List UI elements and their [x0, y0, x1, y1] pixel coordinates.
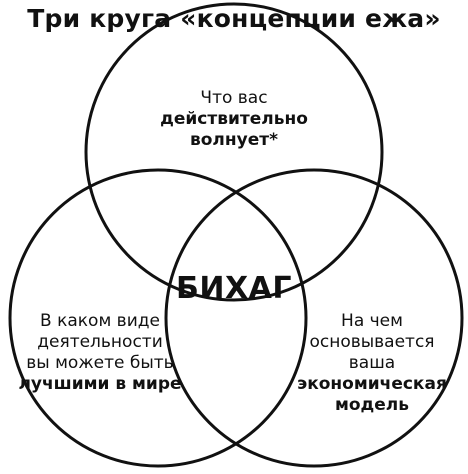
left-circle-line3: вы можете быть	[26, 353, 174, 373]
right-circle-line4: экономическая	[297, 374, 447, 394]
top-circle-label: Что вас действительно волнует*	[150, 88, 318, 151]
top-circle-line3: волнует*	[190, 130, 278, 150]
circle-best-in-world	[8, 168, 308, 468]
top-circle-line1: Что вас	[200, 88, 268, 108]
center-intersection-label: БИХАГ	[176, 271, 292, 306]
left-circle-label: В каком виде деятельности вы можете быть…	[14, 311, 186, 395]
circle-passion	[84, 2, 384, 302]
left-circle-line1: В каком виде	[40, 311, 160, 331]
top-circle-line2: действительно	[160, 109, 308, 129]
diagram-title: Три круга «концепции ежа»	[27, 4, 441, 33]
left-circle-line2: деятельности	[37, 332, 163, 352]
right-circle-line5: модель	[334, 395, 410, 415]
left-circle-line4: лучшими в мире	[18, 374, 182, 394]
right-circle-line3: ваша	[348, 353, 396, 373]
right-circle-label: На чем основывается ваша экономическая м…	[296, 311, 448, 416]
right-circle-line2: основывается	[309, 332, 435, 352]
right-circle-line1: На чем	[341, 311, 403, 331]
circle-economic-engine	[164, 168, 464, 468]
